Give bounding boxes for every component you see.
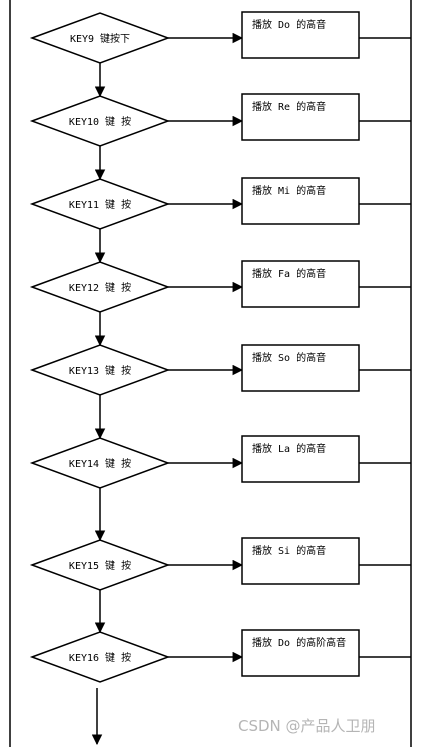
flow-step: KEY12 键 按 播放 Fa 的高音 (29, 229, 411, 313)
action-box (241, 629, 360, 677)
action-box (241, 344, 360, 392)
decision-label: KEY11 键 按 (69, 198, 131, 211)
flow-step: KEY15 键 按 播放 Si 的高音 (29, 488, 411, 591)
flow-step: KEY16 键 按 播放 Do 的高阶高音 (29, 590, 411, 683)
action-box (241, 435, 360, 483)
decision-label: KEY9 键按下 (70, 32, 130, 45)
action-box (241, 177, 360, 225)
flow-step: KEY9 键按下 播放 Do 的高音 (29, 11, 411, 64)
decision-label: KEY13 键 按 (69, 364, 131, 377)
action-label: 播放 Do 的高阶高音 (252, 636, 346, 649)
decision-label: KEY12 键 按 (69, 281, 131, 294)
flow-step: KEY13 键 按 播放 So 的高音 (29, 312, 411, 396)
decision-label: KEY14 键 按 (69, 457, 131, 470)
decision-label: KEY10 键 按 (69, 115, 131, 128)
action-label: 播放 Do 的高音 (252, 18, 326, 31)
action-label: 播放 Si 的高音 (252, 544, 326, 557)
action-box (241, 93, 360, 141)
action-label: 播放 Re 的高音 (252, 100, 326, 113)
action-box (241, 260, 360, 308)
action-label: 播放 Mi 的高音 (252, 184, 326, 197)
action-label: 播放 Fa 的高音 (252, 267, 326, 280)
watermark-text: CSDN @产品人卫朋 (238, 717, 376, 735)
action-box (241, 11, 360, 59)
flow-step: KEY11 键 按 播放 Mi 的高音 (29, 146, 411, 230)
flow-step: KEY10 键 按 播放 Re 的高音 (29, 63, 411, 147)
flow-nodes: KEY9 键按下 播放 Do 的高音 KEY10 键 按 播放 Re 的高音 KEY11… (29, 11, 411, 683)
decision-label: KEY15 键 按 (69, 559, 131, 572)
action-label: 播放 La 的高音 (252, 442, 326, 455)
decision-label: KEY16 键 按 (69, 651, 131, 664)
action-box (241, 537, 360, 585)
action-label: 播放 So 的高音 (252, 351, 326, 364)
flow-step: KEY14 键 按 播放 La 的高音 (29, 395, 411, 489)
